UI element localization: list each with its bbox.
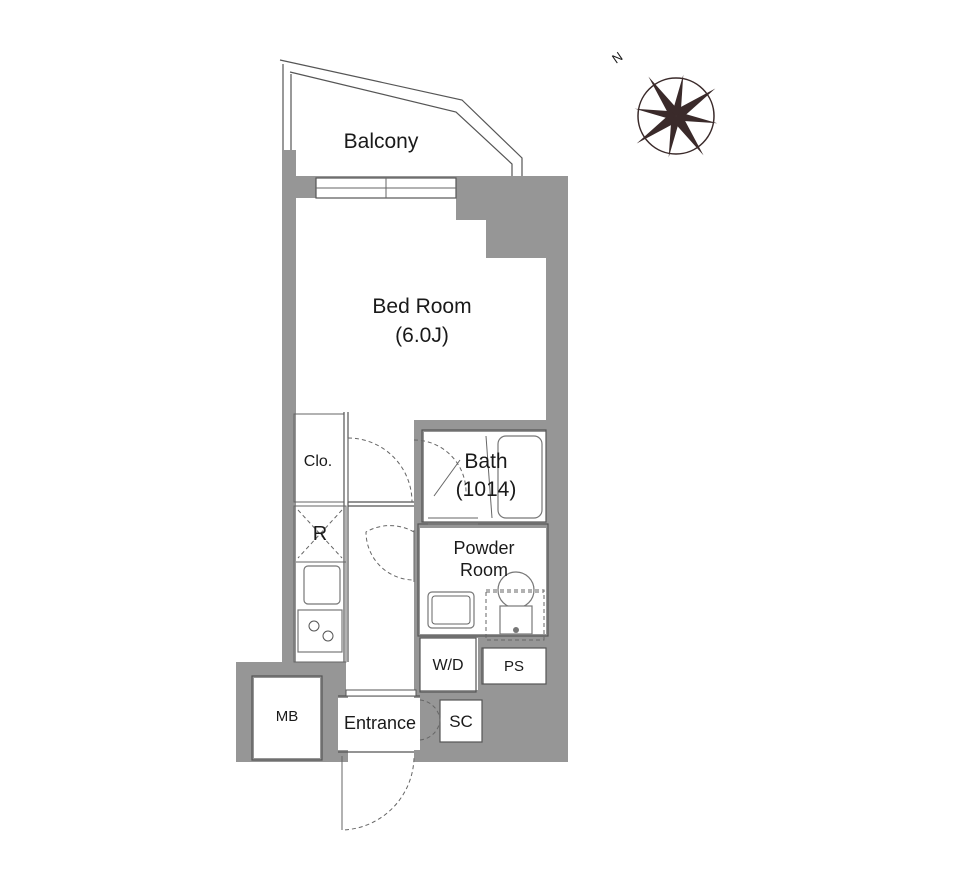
fixtures: [297, 435, 545, 653]
washer-dryer-area: [420, 638, 478, 690]
shoe-closet-label: SC: [449, 712, 473, 731]
north-label: N: [609, 49, 625, 67]
balcony-area: [279, 59, 523, 176]
entrance-area: [338, 698, 420, 750]
closet-area: [296, 416, 342, 500]
toilet: [485, 571, 545, 641]
closet-label: Clo.: [304, 453, 332, 470]
bath-label: Bath: [464, 450, 507, 473]
refrigerator-label: R: [313, 523, 327, 545]
bedroom-area: [296, 198, 546, 420]
door-swings: [341, 437, 478, 831]
powder-room-label-line1: Powder: [453, 538, 514, 558]
washer-dryer-label: W/D: [432, 657, 463, 674]
bathtub: [497, 435, 543, 519]
compass-rose: N: [609, 49, 718, 158]
partitions: [251, 412, 549, 761]
bath-size-label: (1014): [456, 478, 517, 501]
pipe-space-area: [484, 648, 546, 684]
pipe-space-label: PS: [504, 658, 524, 675]
bedroom-size-label: (6.0J): [395, 324, 449, 347]
powder-room-label-line2: Room: [460, 560, 508, 580]
stove-burners: [308, 620, 334, 642]
meter-box-area: [254, 678, 320, 758]
balcony-label: Balcony: [344, 130, 419, 153]
wash-basin: [427, 591, 475, 629]
room-labels: Balcony Bed Room (6.0J) Clo. Bath (1014)…: [276, 130, 524, 733]
entrance-label: Entrance: [344, 713, 416, 733]
windows: [315, 177, 457, 697]
bedroom-label: Bed Room: [372, 295, 471, 318]
stove: [297, 609, 343, 653]
shoe-closet-area: [440, 700, 482, 742]
meter-box-label: MB: [276, 708, 299, 725]
kitchen-sink: [303, 565, 341, 605]
hallway-area: [346, 420, 414, 696]
